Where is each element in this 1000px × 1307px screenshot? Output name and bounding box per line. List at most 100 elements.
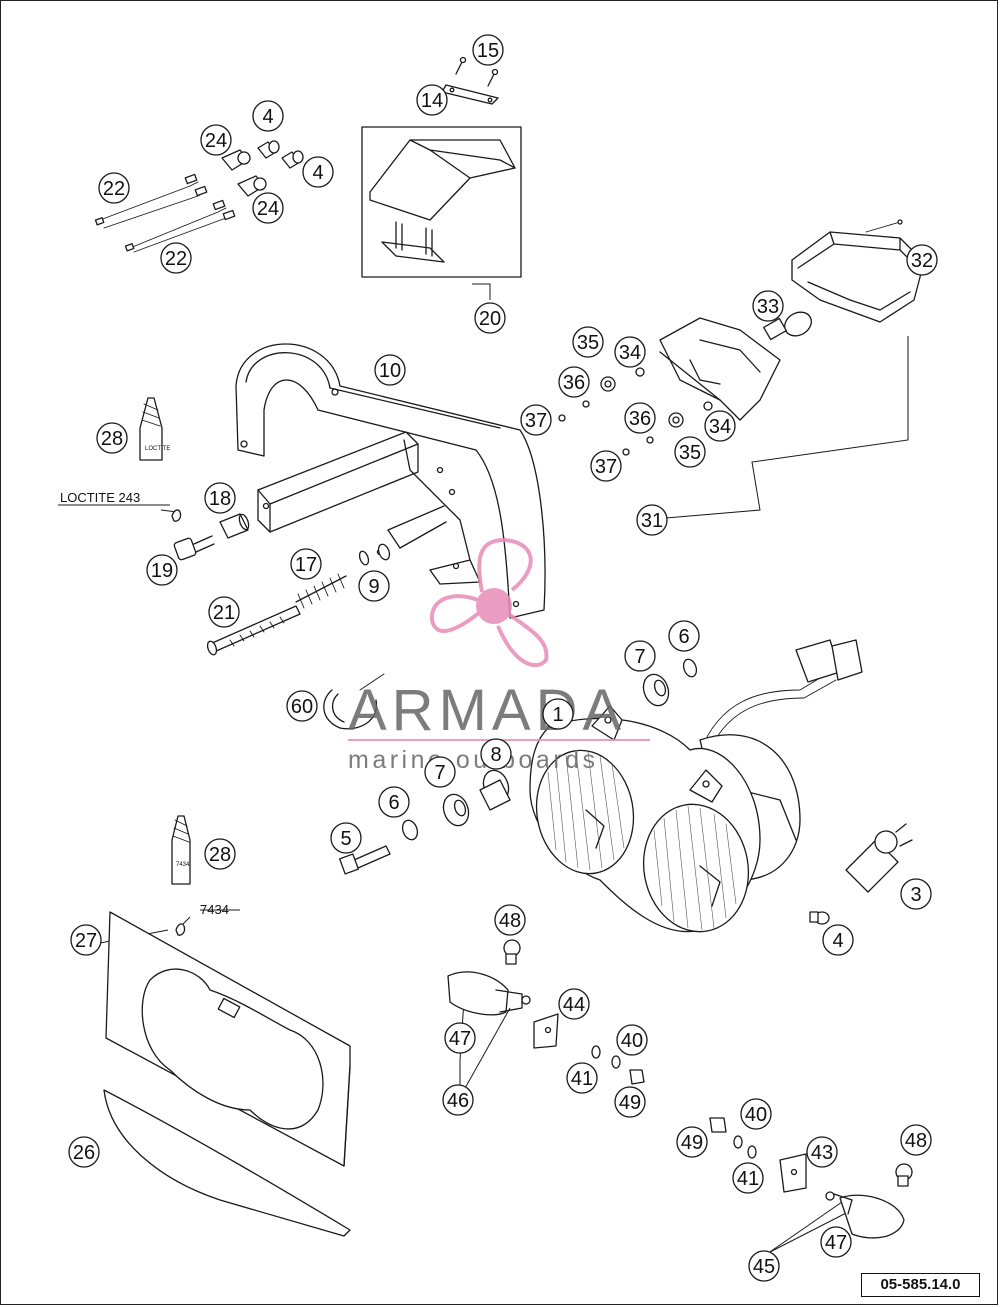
callout-circle xyxy=(208,596,240,628)
callout-label: 19 xyxy=(151,560,173,582)
callout-label: 14 xyxy=(421,90,443,112)
callout-label: 4 xyxy=(262,106,273,128)
turn-signal-left xyxy=(447,939,645,1085)
callout-c4a: 4 xyxy=(252,100,284,132)
callout-circle xyxy=(624,402,656,434)
watermark-tagline: marine outboards xyxy=(348,746,599,774)
callout-c26: 26 xyxy=(68,1136,100,1168)
callout-c46: 46 xyxy=(442,1084,474,1116)
callout-label: 28 xyxy=(101,428,123,450)
callout-label: 28 xyxy=(209,844,231,866)
callout-c1: 1 xyxy=(542,698,574,730)
callout-c60: 60 xyxy=(286,690,318,722)
callout-circle xyxy=(472,34,504,66)
callout-circle xyxy=(676,1126,708,1158)
callout-label: 43 xyxy=(811,1142,833,1164)
callout-c49b: 49 xyxy=(676,1126,708,1158)
callout-circle xyxy=(752,290,784,322)
callout-c43: 43 xyxy=(806,1136,838,1168)
callout-circle xyxy=(200,124,232,156)
callout-label: 34 xyxy=(709,416,731,438)
callout-label: 34 xyxy=(619,342,641,364)
callout-circle xyxy=(146,554,178,586)
callout-label: 48 xyxy=(905,1130,927,1152)
callout-label: 33 xyxy=(757,296,779,318)
callout-c28a: 28 xyxy=(96,422,128,454)
callout-circle xyxy=(374,354,406,386)
callout-c48a: 48 xyxy=(494,904,526,936)
callout-label: 4 xyxy=(312,162,323,184)
callout-circle xyxy=(624,640,656,672)
callout-c40b: 40 xyxy=(740,1098,772,1130)
callout-c10: 10 xyxy=(374,354,406,386)
callout-c22b: 22 xyxy=(160,242,192,274)
callout-label: 37 xyxy=(525,410,547,432)
callout-label: 41 xyxy=(737,1168,759,1190)
callout-c35b: 35 xyxy=(674,436,706,468)
watermark-brand: ARMADA xyxy=(348,678,626,743)
callout-c22a: 22 xyxy=(98,172,130,204)
callout-c6a: 6 xyxy=(668,620,700,652)
callout-c47b: 47 xyxy=(820,1226,852,1258)
callout-circle xyxy=(68,1136,100,1168)
tail-light-group xyxy=(558,219,925,456)
callout-c41a: 41 xyxy=(566,1062,598,1094)
callout-circle xyxy=(558,366,590,398)
callout-c48b: 48 xyxy=(900,1124,932,1156)
callout-circle xyxy=(822,924,854,956)
callout-label: 18 xyxy=(209,488,231,510)
callout-c31: 31 xyxy=(636,504,668,536)
callout-circle xyxy=(70,924,102,956)
callout-circle xyxy=(590,450,622,482)
callout-label: 24 xyxy=(205,130,227,152)
callout-label: 40 xyxy=(621,1030,643,1052)
callout-label: 22 xyxy=(165,248,187,270)
callout-circle xyxy=(424,756,456,788)
callout-circle xyxy=(900,1124,932,1156)
callout-c33: 33 xyxy=(752,290,784,322)
loctite-7434-note: 7434 xyxy=(200,902,229,917)
callout-label: 8 xyxy=(490,744,501,766)
number-plate-group: 7434 xyxy=(103,815,351,1237)
callout-c15a: 15 xyxy=(472,34,504,66)
callout-c8: 8 xyxy=(480,738,512,770)
callout-label: 49 xyxy=(619,1092,641,1114)
callout-label: 22 xyxy=(103,178,125,200)
callout-label: 5 xyxy=(340,828,351,850)
callout-c32: 32 xyxy=(906,244,938,276)
callout-c7b: 7 xyxy=(424,756,456,788)
callout-c14a: 14 xyxy=(416,84,448,116)
callout-circle xyxy=(906,244,938,276)
callout-circle xyxy=(616,1024,648,1056)
callout-circle xyxy=(252,100,284,132)
callout-c3: 3 xyxy=(900,878,932,910)
callout-circle xyxy=(572,326,604,358)
callout-label: 20 xyxy=(479,308,501,330)
callout-c5: 5 xyxy=(330,822,362,854)
callout-label: 44 xyxy=(563,994,585,1016)
callout-circle xyxy=(204,482,236,514)
callout-c49a: 49 xyxy=(614,1086,646,1118)
callout-label: 21 xyxy=(213,602,235,624)
propeller-logo-icon xyxy=(429,537,549,667)
callout-c4c: 4 xyxy=(822,924,854,956)
callout-circle xyxy=(542,698,574,730)
headlight-cover-group xyxy=(361,56,522,278)
callout-circle xyxy=(378,786,410,818)
callout-circle xyxy=(704,410,736,442)
reference-code-label: 05-585.14.0 xyxy=(861,1273,980,1297)
callout-c44: 44 xyxy=(558,988,590,1020)
callout-c28b: 28 xyxy=(204,838,236,870)
callout-circle xyxy=(740,1098,772,1130)
headlight-assembly xyxy=(323,639,913,933)
callout-label: 47 xyxy=(449,1028,471,1050)
callout-c37a: 37 xyxy=(520,404,552,436)
turn-signal-right xyxy=(709,1117,913,1239)
callout-circle xyxy=(358,570,390,602)
callout-label: 17 xyxy=(295,554,317,576)
callout-circle xyxy=(474,302,506,334)
callout-label: 3 xyxy=(910,884,921,906)
svg-text:LOCTITE: LOCTITE xyxy=(145,446,170,452)
callout-circle xyxy=(820,1226,852,1258)
